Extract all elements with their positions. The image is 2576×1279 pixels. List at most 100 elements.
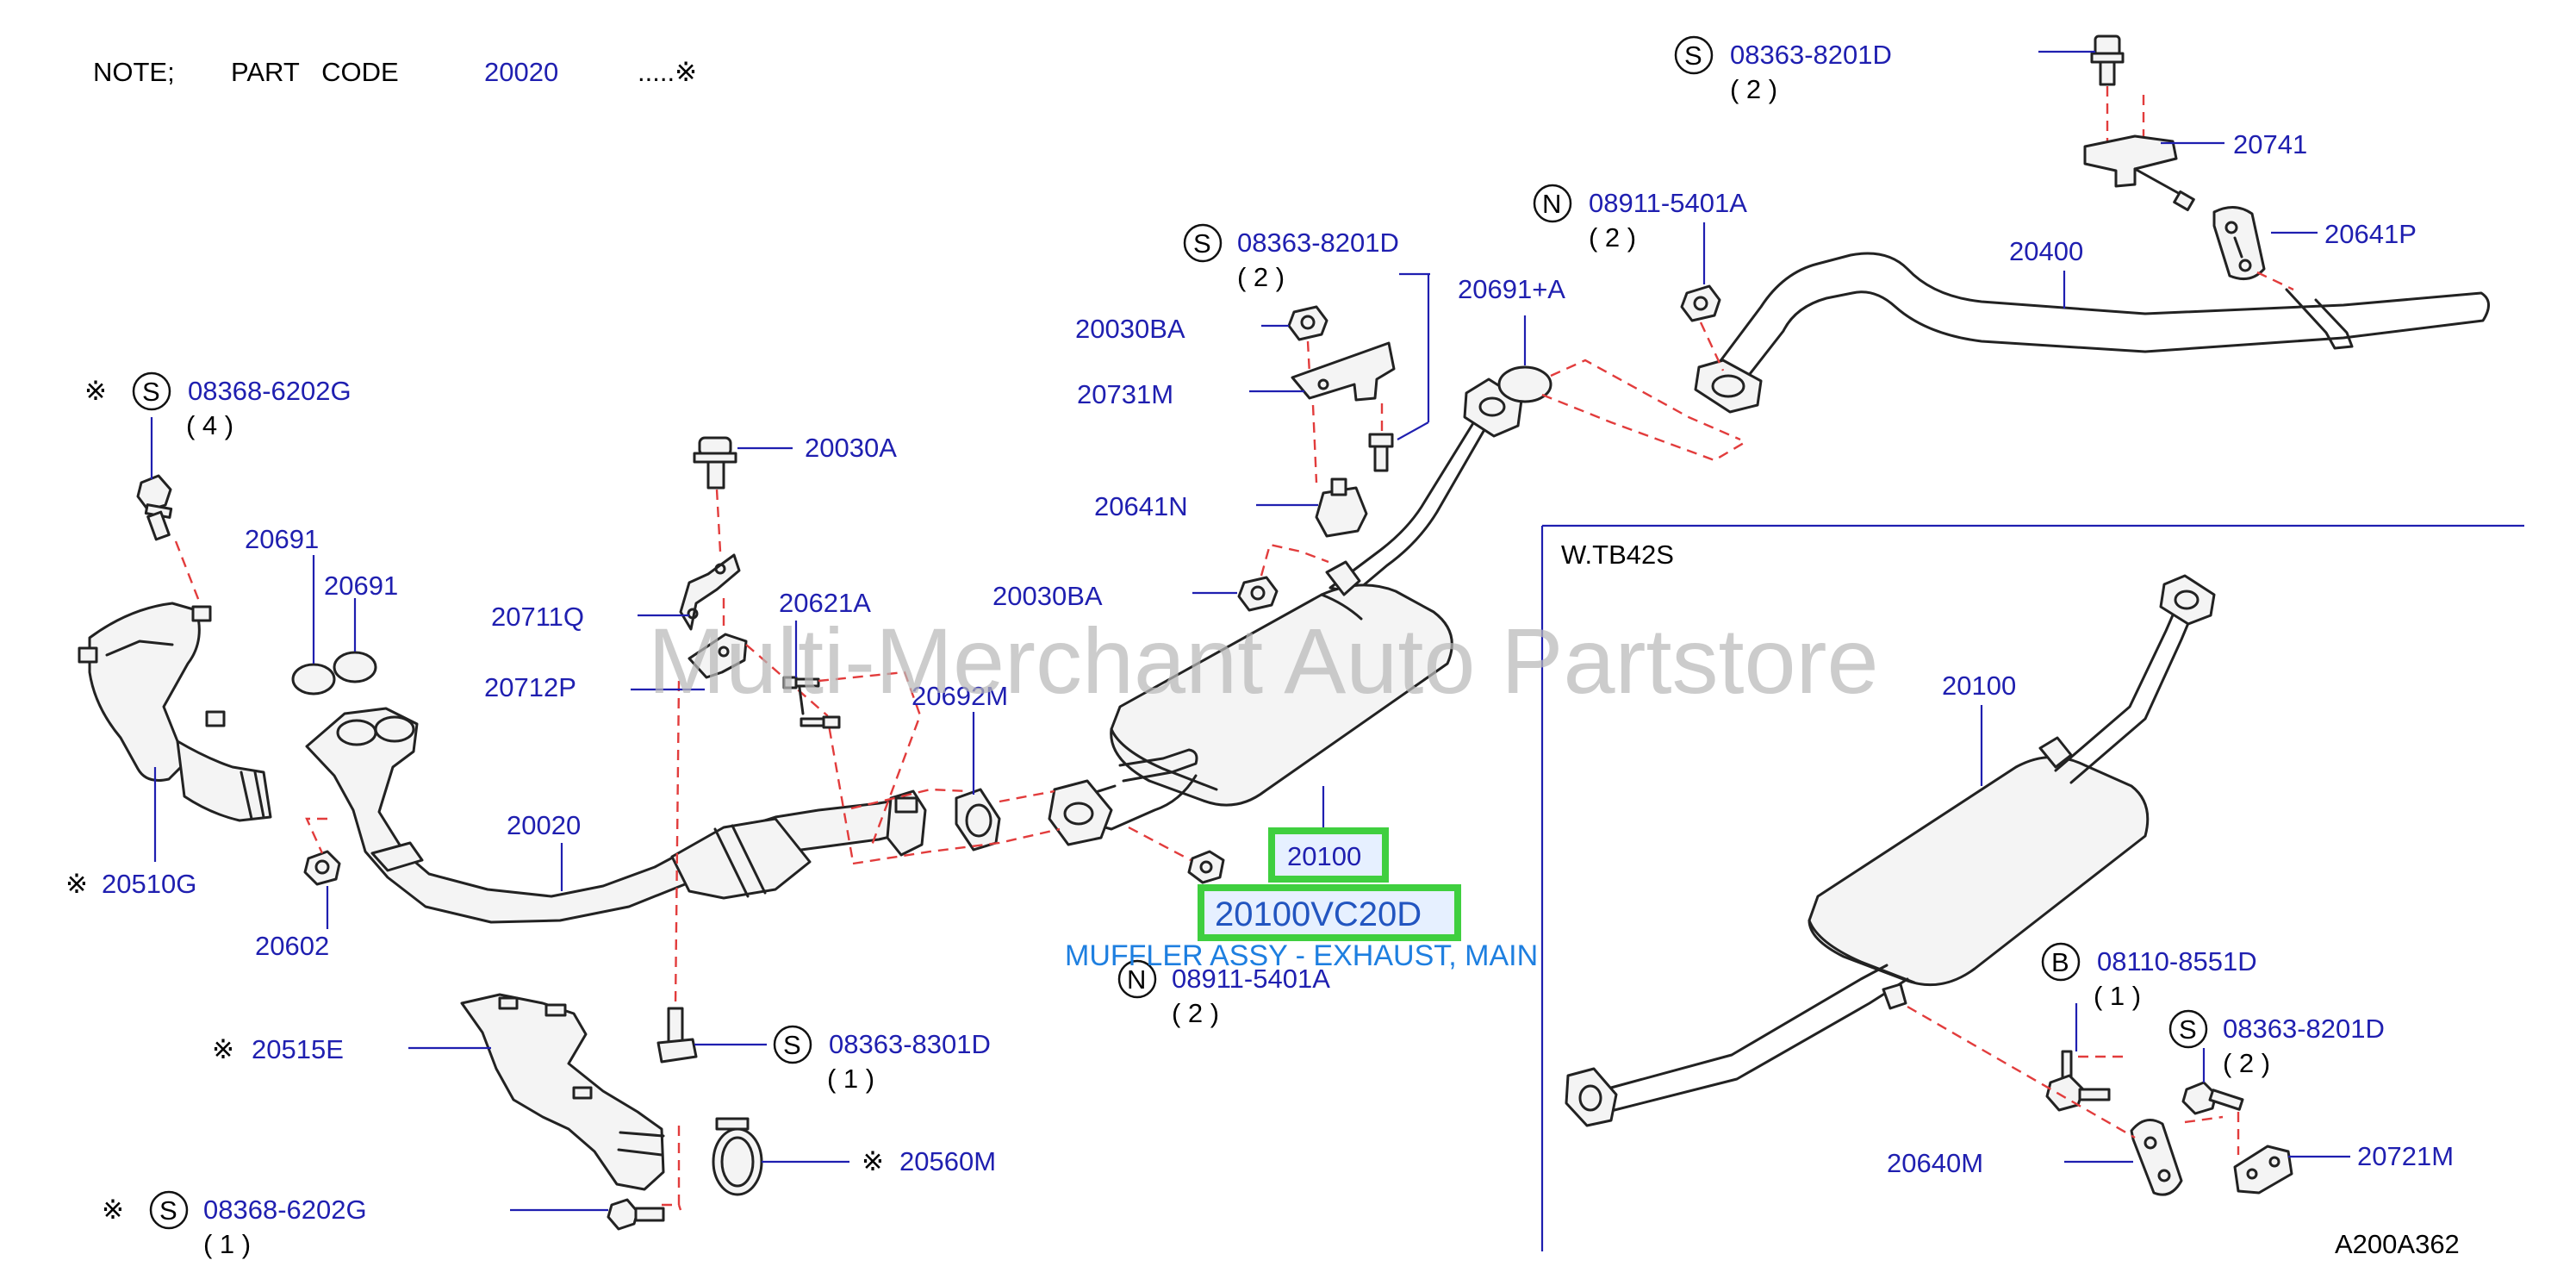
callout-20691-a[interactable]: 20691+A bbox=[1458, 274, 1565, 304]
callout-20641n[interactable]: 20641N bbox=[1094, 491, 1188, 521]
callout-20020[interactable]: 20020 bbox=[507, 810, 581, 840]
highlighted-part[interactable]: 20100 20100VC20D MUFFLER ASSY - EXHAUST,… bbox=[1065, 827, 1538, 972]
highlighted-part-number: 20100VC20D bbox=[1215, 895, 1422, 933]
callout-20621a[interactable]: 20621A bbox=[779, 588, 871, 618]
fastener-type-letter: S bbox=[159, 1195, 177, 1226]
callout-s-08363-8301d[interactable]: S 08363-8301D ( 1 ) bbox=[773, 1025, 991, 1094]
note-code: 20020 bbox=[484, 57, 558, 87]
inset-bolt-08110 bbox=[2045, 1050, 2111, 1112]
inset-muffler-20100 bbox=[1565, 574, 2216, 1127]
fastener-type-circle bbox=[2168, 1009, 2208, 1049]
bolt-manifold-bottom bbox=[607, 1198, 665, 1231]
quantity-label: ( 2 ) bbox=[1589, 222, 1636, 253]
muffler-inlet-flange bbox=[1048, 779, 1113, 846]
callout-20560m[interactable]: ※ 20560M bbox=[862, 1146, 996, 1176]
callout-n-08911-5401a-top[interactable]: N 08911-5401A ( 2 ) bbox=[1533, 184, 1747, 253]
callout-s-08368-6202g-top[interactable]: ※ S 08368-6202G ( 4 ) bbox=[84, 371, 352, 440]
callout-20691-second[interactable]: 20691 bbox=[324, 571, 398, 601]
callout-inset-20100[interactable]: 20100 bbox=[1942, 671, 2016, 701]
fastener-type-circle bbox=[132, 371, 171, 411]
inset-hanger-20640m bbox=[2130, 1119, 2183, 1196]
callout-20691-first[interactable]: 20691 bbox=[245, 524, 319, 554]
fastener-type-letter: B bbox=[2051, 947, 2069, 977]
bolt-20621a bbox=[782, 676, 841, 729]
quantity-label: ( 2 ) bbox=[1237, 262, 1285, 292]
bracket-20741 bbox=[2083, 134, 2195, 212]
highlighted-part-code: 20100 bbox=[1287, 841, 1361, 871]
fastener-type-letter: S bbox=[783, 1030, 801, 1060]
applicability-mark: ※ bbox=[212, 1034, 234, 1064]
nut-20602 bbox=[303, 850, 341, 886]
fastener-type-circle bbox=[773, 1025, 812, 1064]
callout-s-08368-6202g-bottom[interactable]: ※ S 08368-6202G ( 1 ) bbox=[102, 1190, 367, 1259]
bolt-20030a bbox=[693, 436, 737, 490]
highlight-box-part-number bbox=[1198, 884, 1461, 941]
part-number-label: 08363-8201D bbox=[1237, 228, 1399, 258]
part-number-label: 20515E bbox=[252, 1034, 344, 1064]
quantity-label: ( 1 ) bbox=[2094, 981, 2141, 1011]
front-pipe-20020 bbox=[305, 707, 927, 924]
fastener-type-letter: S bbox=[2179, 1014, 2197, 1045]
callout-20030ba-lower[interactable]: 20030BA bbox=[992, 581, 1103, 611]
quantity-label: ( 4 ) bbox=[186, 410, 233, 440]
callout-20712p[interactable]: 20712P bbox=[484, 672, 576, 702]
part-number-label: 08911-5401A bbox=[1589, 188, 1747, 218]
quantity-label: ( 2 ) bbox=[1730, 74, 1777, 104]
bolt-manifold-top bbox=[136, 474, 173, 541]
fastener-type-circle bbox=[1183, 223, 1223, 263]
applicability-mark: ※ bbox=[862, 1146, 884, 1176]
note-prefix: NOTE; bbox=[93, 57, 175, 87]
callout-20640m[interactable]: 20640M bbox=[1887, 1148, 1983, 1178]
part-number-label: 20560M bbox=[899, 1146, 996, 1176]
nut-bottom bbox=[1187, 850, 1225, 884]
fastener-type-letter: N bbox=[1542, 189, 1561, 219]
part-number-label: 08363-8201D bbox=[2223, 1014, 2385, 1044]
hanger-stack bbox=[1237, 305, 1396, 612]
callout-20030ba-top[interactable]: 20030BA bbox=[1075, 314, 1185, 344]
parts-drawing bbox=[78, 34, 2490, 1231]
inset-bolt-08363 bbox=[2181, 1081, 2244, 1115]
callout-20602[interactable]: 20602 bbox=[255, 931, 329, 961]
callout-20515e[interactable]: ※ 20515E bbox=[212, 1034, 344, 1064]
bracket-20712p bbox=[688, 633, 748, 679]
part-number-label: 20510G bbox=[102, 869, 196, 899]
callout-20030a[interactable]: 20030A bbox=[805, 433, 897, 463]
fastener-type-circle bbox=[1533, 184, 1572, 223]
fastener-type-circle bbox=[149, 1190, 189, 1230]
diagram-code: A200A362 bbox=[2335, 1229, 2460, 1259]
callout-20510g[interactable]: ※ 20510G bbox=[65, 869, 196, 899]
callout-b-08110-8551d[interactable]: B 08110-8551D ( 1 ) bbox=[2041, 942, 2257, 1011]
callout-20711q[interactable]: 20711Q bbox=[491, 602, 584, 632]
callout-n-08911-5401a-bottom[interactable]: N 08911-5401A ( 2 ) bbox=[1117, 959, 1330, 1028]
gasket-20691-a bbox=[291, 663, 336, 696]
callout-s-08363-8201d-inset[interactable]: S 08363-8201D ( 2 ) bbox=[2168, 1009, 2385, 1078]
main-muffler-20100 bbox=[1072, 560, 1453, 831]
gasket-20691-b bbox=[333, 651, 377, 683]
quantity-label: ( 2 ) bbox=[2223, 1048, 2270, 1078]
intermediate-pipe bbox=[1328, 377, 1523, 595]
inset-frame: W.TB42S bbox=[1540, 524, 2524, 1251]
fastener-type-circle bbox=[1117, 959, 1157, 999]
callout-s-08363-8201d-mid[interactable]: S 08363-8201D ( 2 ) bbox=[1183, 223, 1399, 292]
part-number-label: 08911-5401A bbox=[1172, 964, 1330, 994]
tail-pipe-20400 bbox=[1713, 252, 2490, 388]
callout-20400[interactable]: 20400 bbox=[2009, 236, 2083, 266]
fastener-type-letter: S bbox=[1684, 41, 1702, 71]
callout-20721m[interactable]: 20721M bbox=[2357, 1141, 2454, 1171]
watermark-text: Multi-Merchant Auto Partstore bbox=[648, 608, 1879, 713]
applicability-mark: ※ bbox=[84, 376, 107, 406]
callout-s-08363-8201d-top[interactable]: S 08363-8201D ( 2 ) bbox=[1674, 35, 1892, 104]
applicability-mark: ※ bbox=[102, 1195, 124, 1225]
quantity-label: ( 1 ) bbox=[827, 1064, 874, 1094]
quantity-label: ( 2 ) bbox=[1172, 998, 1219, 1028]
callout-20692m[interactable]: 20692M bbox=[912, 681, 1008, 711]
heat-shield-20515e bbox=[460, 993, 665, 1191]
callout-20731m[interactable]: 20731M bbox=[1077, 379, 1173, 409]
callout-20641p[interactable]: 20641P bbox=[2324, 219, 2417, 249]
callout-20741[interactable]: 20741 bbox=[2233, 129, 2307, 159]
inset-title: W.TB42S bbox=[1561, 540, 1674, 570]
part-number-label: 08363-8301D bbox=[829, 1029, 991, 1059]
gasket-20691a bbox=[1497, 365, 1552, 403]
part-number-label: 08363-8201D bbox=[1730, 40, 1892, 70]
